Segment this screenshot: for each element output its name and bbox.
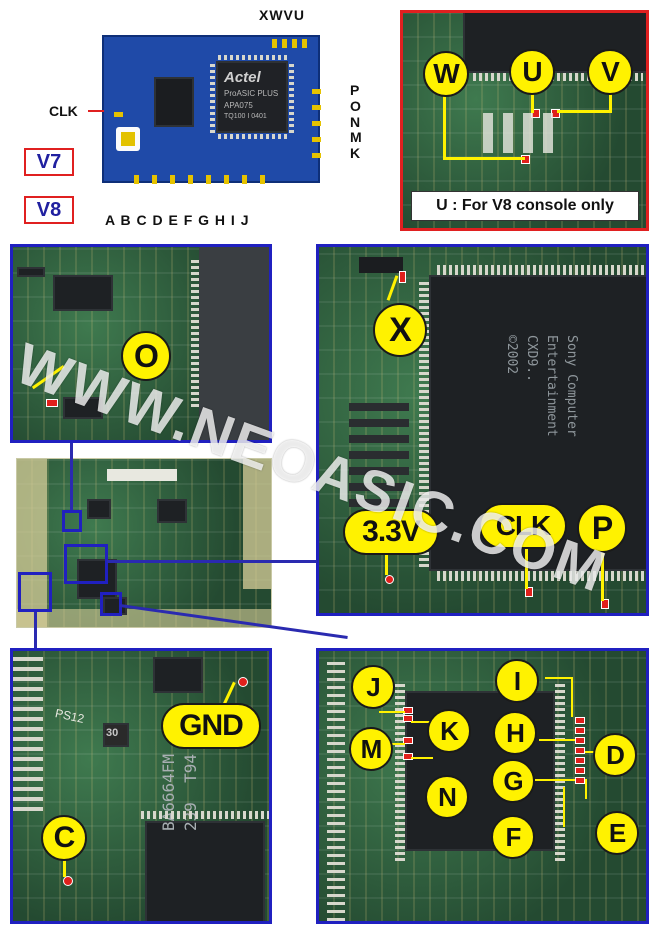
label-x: X <box>373 303 427 357</box>
label-d: D <box>593 733 637 777</box>
module-pin-label-n: N <box>350 114 361 130</box>
modchip-module: Actel ProASIC PLUS APA075 TQ100 I 0401 <box>102 35 321 184</box>
detail-panel-c: BA6664FM 239 T94 30 PS12 GND C <box>10 648 272 924</box>
detail-panel-x: Sony Computer Entertainment CXD9.. ©2002… <box>316 244 649 616</box>
label-e: E <box>595 811 639 855</box>
label-3v3: 3.3V <box>343 509 439 555</box>
thumb-box-pins <box>100 592 122 616</box>
thumb-box-o <box>62 510 82 532</box>
cpu-text-1: Sony Computer <box>564 335 579 437</box>
label-i: I <box>495 659 539 703</box>
thumb-box-x <box>64 544 108 584</box>
version-v8-badge: V8 <box>24 196 74 224</box>
label-f: F <box>491 815 535 859</box>
secondary-chip <box>154 77 194 127</box>
detail-panel-wuv: W U V U : For V8 console only <box>400 10 649 231</box>
module-top-pin-labels: XWVU <box>259 7 305 23</box>
ic-text-1: BA6664FM <box>159 753 178 831</box>
chip-line-1: ProASIC PLUS <box>224 89 279 98</box>
label-clk: CLK <box>479 503 567 549</box>
label-v: V <box>587 49 633 95</box>
module-pin-label-m: M <box>350 129 362 145</box>
module-pin-label-p: P <box>350 82 360 98</box>
label-c: C <box>41 815 87 861</box>
module-bottom-pin-labels: A B C D E F G H I J <box>105 212 250 228</box>
module-pin-label-k: K <box>350 145 361 161</box>
thumb-box-c <box>18 572 52 612</box>
label-k: K <box>427 709 471 753</box>
cpu-text-3: CXD9.. <box>524 335 539 382</box>
version-v7-badge: V7 <box>24 148 74 176</box>
chip-brand: Actel <box>224 69 261 86</box>
detail-panel-o: O <box>10 244 272 443</box>
fpga-chip: Actel ProASIC PLUS APA075 TQ100 I 0401 <box>216 61 288 133</box>
cpu-text-4: ©2002 <box>504 335 519 375</box>
gold-pad <box>116 127 140 151</box>
detail-panel-pins: J K M N I H D G F E <box>316 648 649 924</box>
console-board-thumbnail <box>16 458 272 628</box>
label-n: N <box>425 775 469 819</box>
chip-line-2: APA075 <box>224 101 253 110</box>
label-h: H <box>493 711 537 755</box>
silk-30: 30 <box>106 727 119 739</box>
chip-line-3: TQ100 I 0401 <box>224 113 267 120</box>
label-u: U <box>509 49 555 95</box>
silk-ps12: PS12 <box>53 706 86 726</box>
label-p: P <box>577 503 627 553</box>
label-m: M <box>349 727 393 771</box>
cpu-text-2: Entertainment <box>544 335 559 437</box>
label-gnd: GND <box>161 703 261 749</box>
module-pin-label-o: O <box>350 98 361 114</box>
label-w: W <box>423 51 469 97</box>
ic-text-2: 239 T94 <box>181 753 200 831</box>
module-clk-label: CLK <box>49 103 78 119</box>
label-o: O <box>121 331 171 381</box>
label-j: J <box>351 665 395 709</box>
label-g: G <box>491 759 535 803</box>
v8-note: U : For V8 console only <box>411 191 639 221</box>
